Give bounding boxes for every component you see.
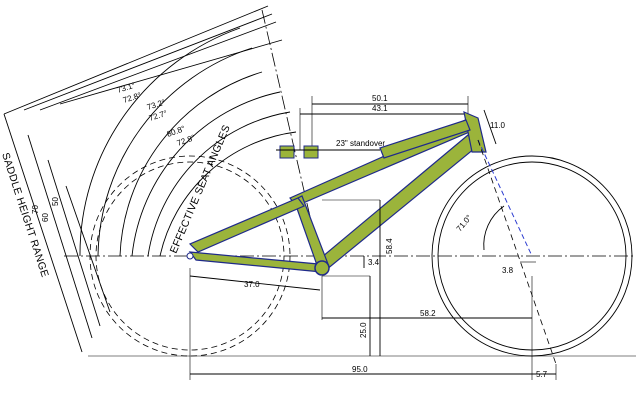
chain-stay [188, 251, 324, 273]
top-tube-extension [379, 119, 471, 159]
dim-bb-height: 25.0 [359, 322, 368, 338]
dim-head-tube: 11.0 [490, 121, 506, 130]
dim-top-length-b: 43.1 [372, 104, 388, 113]
dim-wheelbase: 95.0 [352, 365, 368, 374]
dim-saddle-70: 70 [31, 205, 40, 214]
dim-head-angle: 71.0° [455, 213, 474, 233]
top-dimension-lines [299, 96, 497, 150]
dim-seat-tube: 58.4 [385, 238, 394, 254]
seat-stay [188, 197, 305, 253]
dim-saddle-50: 50 [51, 197, 60, 206]
dim-front-center: 58.2 [420, 309, 436, 318]
dim-top-length-a: 50.1 [372, 94, 388, 103]
saddle-height-arcs [79, 27, 297, 257]
fork-line [477, 139, 557, 365]
dim-trail: 5.7 [536, 370, 548, 379]
head-angle-arc [483, 205, 505, 251]
steering-axis [477, 139, 533, 257]
dim-fork-offset: 3.8 [502, 266, 514, 275]
saddle-rails [276, 145, 380, 159]
dim-chainstay: 37.0 [244, 280, 260, 289]
head-tube [463, 110, 487, 153]
rear-axle [186, 252, 194, 260]
dim-saddle-60: 60 [41, 213, 50, 222]
bike-frame [186, 110, 487, 276]
saddle-range-bracket [3, 5, 283, 353]
dim-standover: 23" standover [336, 139, 385, 148]
dim-seat-angle-f: 72.8° [176, 133, 197, 148]
lower-dimension-lines [189, 199, 557, 380]
bottom-bracket [314, 260, 330, 276]
dim-bb-drop: 3.4 [368, 258, 380, 267]
